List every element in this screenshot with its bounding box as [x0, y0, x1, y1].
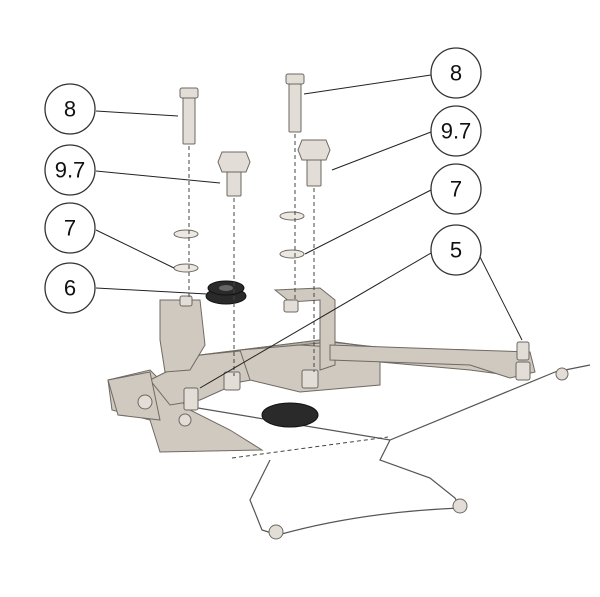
- bolt-8-right: [285, 73, 305, 133]
- wire-bracket: [149, 364, 591, 540]
- washer-7-b: [173, 263, 199, 273]
- callout-5: 5: [430, 224, 482, 276]
- flange-bolt-9-7-right: [297, 139, 331, 187]
- bracket-nut-left: [268, 524, 284, 540]
- flange-fastener: [137, 394, 153, 410]
- callout-6: 6: [44, 262, 96, 314]
- callout-7-left: 7: [44, 202, 96, 254]
- washer-7-a: [173, 229, 199, 239]
- callout-9-7-left-label: 9.7: [55, 158, 86, 183]
- callout-5-label: 5: [450, 238, 462, 263]
- callout-9-7-right: 9.7: [430, 105, 482, 157]
- flange-bolt-9-7-left: [217, 151, 251, 197]
- callout-9-7-right-label: 9.7: [441, 119, 472, 144]
- leader-lines: [95, 74, 523, 389]
- callout-8-right-label: 8: [450, 61, 462, 86]
- callout-7-right: 7: [430, 163, 482, 215]
- callout-6-label: 6: [64, 276, 76, 301]
- rubber-grommet: [261, 402, 319, 428]
- bracket-nut-right: [452, 498, 468, 514]
- washer-7-c: [279, 211, 305, 221]
- main-bracket: [107, 287, 536, 421]
- callout-9-7-left: 9.7: [44, 144, 96, 196]
- callout-8-left-label: 8: [64, 97, 76, 122]
- bolt-8-left: [179, 87, 199, 145]
- standoff-5: [516, 341, 530, 361]
- callout-7-right-label: 7: [450, 177, 462, 202]
- washer-7-d: [279, 249, 305, 259]
- standoffs: [178, 295, 569, 427]
- exploded-hardware: [173, 73, 331, 376]
- callout-8-right: 8: [430, 47, 482, 99]
- callout-8-left: 8: [44, 83, 96, 135]
- rubber-bushing-6: [205, 280, 247, 305]
- callout-7-left-label: 7: [64, 216, 76, 241]
